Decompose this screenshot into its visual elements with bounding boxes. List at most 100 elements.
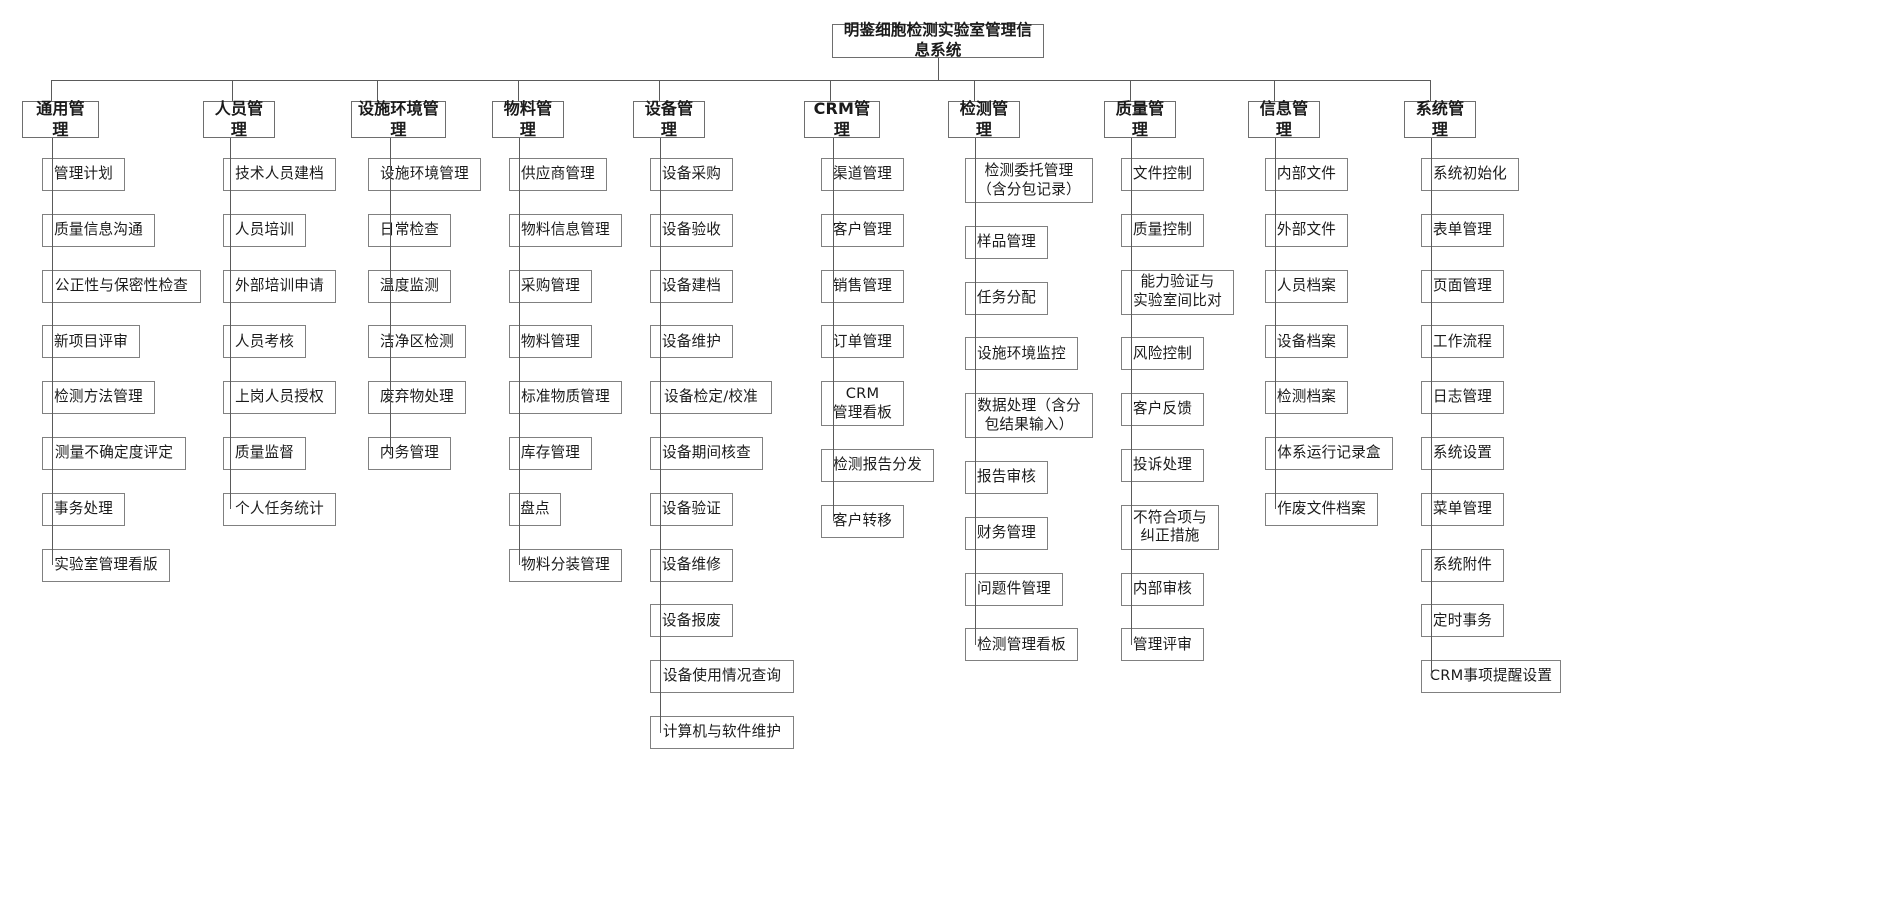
leaf-node-system-3[interactable]: 工作流程 <box>1421 325 1504 359</box>
leaf-node-equipment-7[interactable]: 设备维修 <box>650 548 733 582</box>
category-node-crm[interactable]: CRM管理 <box>804 99 880 139</box>
leaf-node-system-7[interactable]: 系统附件 <box>1421 548 1504 582</box>
leaf-node-personnel-4[interactable]: 上岗人员授权 <box>223 381 336 415</box>
leaf-node-testing-0[interactable]: 检测委托管理 （含分包记录） <box>965 158 1093 203</box>
leaf-node-quality-5[interactable]: 投诉处理 <box>1121 449 1204 482</box>
category-drop-line-crm <box>830 80 832 101</box>
leaf-node-testing-3[interactable]: 设施环境监控 <box>965 337 1078 371</box>
leaf-node-material-6[interactable]: 盘点 <box>509 492 561 526</box>
leaf-node-equipment-9[interactable]: 设备使用情况查询 <box>650 660 794 694</box>
leaf-node-quality-8[interactable]: 管理评审 <box>1121 628 1204 662</box>
leaf-node-system-4[interactable]: 日志管理 <box>1421 381 1504 415</box>
leaf-node-facility-0[interactable]: 设施环境管理 <box>368 158 481 191</box>
leaf-node-equipment-1[interactable]: 设备验收 <box>650 213 733 247</box>
leaf-node-equipment-0[interactable]: 设备采购 <box>650 158 733 191</box>
leaf-node-material-7[interactable]: 物料分装管理 <box>509 548 622 582</box>
leaf-node-crm-4[interactable]: CRM 管理看板 <box>821 381 904 427</box>
leaf-node-quality-7[interactable]: 内部审核 <box>1121 572 1204 606</box>
category-node-quality[interactable]: 质量管理 <box>1104 99 1176 139</box>
leaf-node-testing-4[interactable]: 数据处理（含分 包结果输入） <box>965 393 1093 439</box>
leaf-node-system-6[interactable]: 菜单管理 <box>1421 492 1504 526</box>
leaf-node-crm-3[interactable]: 订单管理 <box>821 325 904 359</box>
leaf-node-quality-6[interactable]: 不符合项与 纠正措施 <box>1121 504 1219 550</box>
leaf-node-equipment-10[interactable]: 计算机与软件维护 <box>650 716 794 749</box>
leaf-node-quality-3[interactable]: 风险控制 <box>1121 337 1204 371</box>
leaf-node-system-2[interactable]: 页面管理 <box>1421 269 1504 303</box>
column-spine-line-general <box>51 138 53 566</box>
leaf-node-general-5[interactable]: 测量不确定度评定 <box>42 437 186 470</box>
category-node-system[interactable]: 系统管理 <box>1404 99 1476 139</box>
leaf-node-information-3[interactable]: 设备档案 <box>1265 325 1348 359</box>
leaf-node-testing-8[interactable]: 检测管理看板 <box>965 628 1078 662</box>
leaf-node-general-7[interactable]: 实验室管理看版 <box>42 548 170 582</box>
category-node-equipment[interactable]: 设备管理 <box>633 99 705 139</box>
leaf-node-information-0[interactable]: 内部文件 <box>1265 158 1348 191</box>
leaf-node-system-0[interactable]: 系统初始化 <box>1421 158 1519 191</box>
leaf-node-material-4[interactable]: 标准物质管理 <box>509 381 622 415</box>
category-drop-line-system <box>1430 80 1432 101</box>
leaf-node-personnel-2[interactable]: 外部培训申请 <box>223 269 336 303</box>
leaf-node-crm-0[interactable]: 渠道管理 <box>821 158 904 191</box>
leaf-node-crm-2[interactable]: 销售管理 <box>821 269 904 303</box>
column-spine-line-testing <box>975 138 977 645</box>
category-node-personnel[interactable]: 人员管理 <box>203 99 275 139</box>
category-node-general[interactable]: 通用管理 <box>22 99 99 139</box>
category-node-testing[interactable]: 检测管理 <box>948 99 1020 139</box>
column-spine-line-facility <box>389 138 391 454</box>
leaf-node-personnel-0[interactable]: 技术人员建档 <box>223 158 336 191</box>
leaf-node-material-0[interactable]: 供应商管理 <box>509 158 607 191</box>
leaf-node-information-4[interactable]: 检测档案 <box>1265 381 1348 415</box>
leaf-node-information-2[interactable]: 人员档案 <box>1265 269 1348 303</box>
root-stem-line <box>938 58 940 80</box>
column-spine-line-information <box>1275 138 1277 510</box>
leaf-node-general-1[interactable]: 质量信息沟通 <box>42 213 155 247</box>
leaf-node-crm-1[interactable]: 客户管理 <box>821 213 904 247</box>
leaf-node-testing-2[interactable]: 任务分配 <box>965 281 1048 315</box>
leaf-node-quality-4[interactable]: 客户反馈 <box>1121 393 1204 427</box>
leaf-node-system-5[interactable]: 系统设置 <box>1421 437 1504 470</box>
category-node-information[interactable]: 信息管理 <box>1248 99 1320 139</box>
leaf-node-equipment-8[interactable]: 设备报废 <box>650 604 733 638</box>
leaf-node-general-6[interactable]: 事务处理 <box>42 492 125 526</box>
leaf-node-information-5[interactable]: 体系运行记录盒 <box>1265 437 1393 470</box>
leaf-node-equipment-2[interactable]: 设备建档 <box>650 269 733 303</box>
leaf-node-crm-5[interactable]: 检测报告分发 <box>821 449 934 482</box>
leaf-node-material-2[interactable]: 采购管理 <box>509 269 592 303</box>
leaf-node-facility-4[interactable]: 废弃物处理 <box>368 381 466 415</box>
category-node-facility[interactable]: 设施环境管理 <box>351 99 446 139</box>
leaf-node-personnel-3[interactable]: 人员考核 <box>223 325 306 359</box>
leaf-node-material-5[interactable]: 库存管理 <box>509 437 592 470</box>
leaf-node-personnel-1[interactable]: 人员培训 <box>223 213 306 247</box>
leaf-node-testing-6[interactable]: 财务管理 <box>965 516 1048 550</box>
leaf-node-system-8[interactable]: 定时事务 <box>1421 604 1504 638</box>
leaf-node-quality-2[interactable]: 能力验证与 实验室间比对 <box>1121 269 1234 315</box>
leaf-node-personnel-5[interactable]: 质量监督 <box>223 437 306 470</box>
leaf-node-information-6[interactable]: 作废文件档案 <box>1265 492 1378 526</box>
leaf-node-quality-1[interactable]: 质量控制 <box>1121 213 1204 247</box>
leaf-node-quality-0[interactable]: 文件控制 <box>1121 158 1204 191</box>
leaf-node-general-4[interactable]: 检测方法管理 <box>42 381 155 415</box>
leaf-node-facility-1[interactable]: 日常检查 <box>368 213 451 247</box>
category-node-material[interactable]: 物料管理 <box>492 99 564 139</box>
leaf-node-general-2[interactable]: 公正性与保密性检查 <box>42 269 201 303</box>
leaf-node-general-0[interactable]: 管理计划 <box>42 158 125 191</box>
leaf-node-equipment-4[interactable]: 设备检定/校准 <box>650 381 772 415</box>
leaf-node-testing-5[interactable]: 报告审核 <box>965 461 1048 494</box>
leaf-node-equipment-6[interactable]: 设备验证 <box>650 492 733 526</box>
leaf-node-personnel-6[interactable]: 个人任务统计 <box>223 492 336 526</box>
leaf-node-facility-3[interactable]: 洁净区检测 <box>368 325 466 359</box>
leaf-node-facility-5[interactable]: 内务管理 <box>368 437 451 470</box>
leaf-node-equipment-3[interactable]: 设备维护 <box>650 325 733 359</box>
leaf-node-system-9[interactable]: CRM事项提醒设置 <box>1421 660 1561 694</box>
category-drop-line-material <box>518 80 520 101</box>
leaf-node-material-3[interactable]: 物料管理 <box>509 325 592 359</box>
leaf-node-equipment-5[interactable]: 设备期间核查 <box>650 437 763 470</box>
leaf-node-crm-6[interactable]: 客户转移 <box>821 504 904 538</box>
leaf-node-testing-1[interactable]: 样品管理 <box>965 225 1048 259</box>
leaf-node-testing-7[interactable]: 问题件管理 <box>965 572 1063 606</box>
leaf-node-system-1[interactable]: 表单管理 <box>1421 213 1504 247</box>
leaf-node-facility-2[interactable]: 温度监测 <box>368 269 451 303</box>
leaf-node-information-1[interactable]: 外部文件 <box>1265 213 1348 247</box>
leaf-node-material-1[interactable]: 物料信息管理 <box>509 213 622 247</box>
leaf-node-general-3[interactable]: 新项目评审 <box>42 325 140 359</box>
